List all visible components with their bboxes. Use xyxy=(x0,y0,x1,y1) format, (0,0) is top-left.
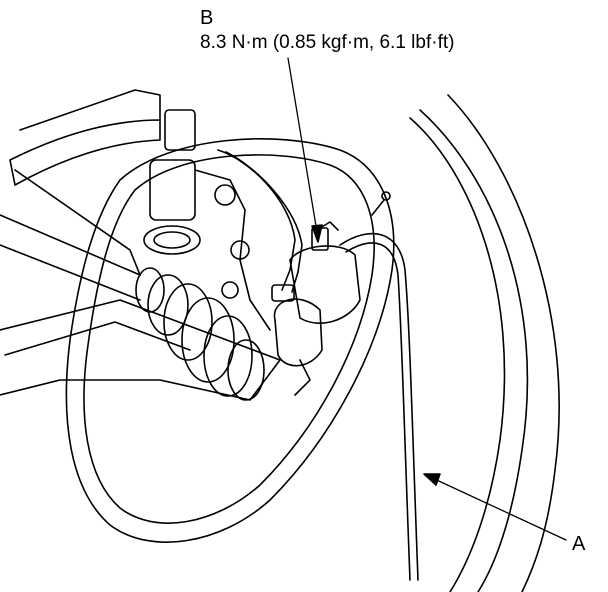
cv-joint-boot xyxy=(135,267,265,401)
callout-a-letter: A xyxy=(572,533,586,555)
leader-arrow-a xyxy=(423,473,441,486)
drive-shaft xyxy=(0,169,141,301)
leader-line-b xyxy=(287,57,319,239)
torque-spec-text: 8.3 N·m (0.85 kgf·m, 6.1 lbf·ft) xyxy=(200,32,455,53)
leader-line-a xyxy=(427,475,567,541)
bleeder-tube xyxy=(339,191,419,581)
tire-outline xyxy=(409,94,560,592)
leader-arrow-b xyxy=(311,224,323,243)
steering-knuckle xyxy=(143,109,271,331)
upper-control-arm xyxy=(9,89,161,186)
callout-b-letter: B xyxy=(200,7,214,29)
lower-control-arm xyxy=(0,299,281,401)
brake-hose xyxy=(217,149,303,302)
brake-rotor xyxy=(65,138,395,543)
brake-caliper xyxy=(273,245,361,396)
